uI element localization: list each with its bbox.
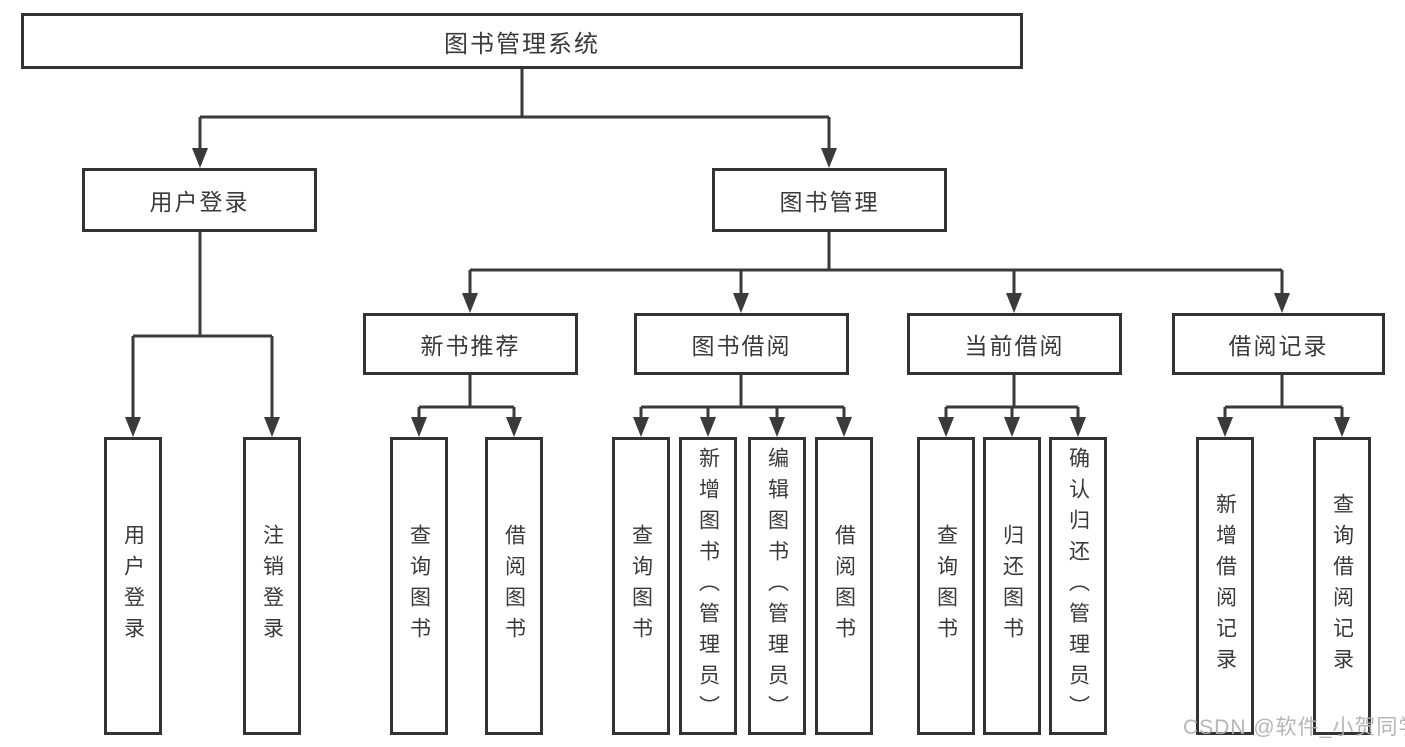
- leaf-bb-query-books: 查询图书: [612, 437, 670, 735]
- node-new-book-recommendation: 新书推荐: [363, 313, 578, 375]
- node-book-management: 图书管理: [712, 168, 947, 232]
- node-book-borrowing: 图书借阅: [634, 313, 849, 375]
- leaf-user-login: 用户登录: [104, 437, 162, 735]
- connector-newbookrec-to-leaves: [411, 373, 522, 437]
- leaf-bb-borrow-books: 借阅图书: [815, 437, 873, 735]
- node-library-management-system: 图书管理系统: [21, 13, 1023, 69]
- leaf-bb-add-books-admin: 新增图书（管理员）: [679, 437, 737, 735]
- leaf-nbr-borrow-books: 借阅图书: [485, 437, 543, 735]
- watermark-csdn: CSDN @软件_小贺同学: [1183, 716, 1405, 739]
- connector-userlogin-to-leaves: [125, 230, 280, 437]
- leaf-cb-confirm-return-admin: 确认归还（管理员）: [1049, 437, 1107, 735]
- leaf-br-query-borrow-record: 查询借阅记录: [1313, 437, 1371, 735]
- connector-bookborrow-to-leaves: [633, 373, 852, 437]
- leaf-br-add-borrow-record: 新增借阅记录: [1196, 437, 1254, 735]
- leaf-cb-return-books: 归还图书: [983, 437, 1041, 735]
- connector-borrowrecords-to-leaves: [1217, 373, 1350, 437]
- connector-bookmgmt-to-level3: [462, 230, 1290, 313]
- connector-currentborrow-to-leaves: [938, 373, 1086, 437]
- node-borrowing-records: 借阅记录: [1172, 313, 1385, 375]
- leaf-logout-login: 注销登录: [243, 437, 301, 735]
- node-user-login: 用户登录: [82, 168, 317, 232]
- leaf-bb-edit-books-admin: 编辑图书（管理员）: [748, 437, 806, 735]
- leaf-nbr-query-books: 查询图书: [390, 437, 448, 735]
- node-current-borrowing: 当前借阅: [907, 313, 1122, 375]
- leaf-cb-query-books: 查询图书: [917, 437, 975, 735]
- connector-root-to-level2: [192, 67, 837, 168]
